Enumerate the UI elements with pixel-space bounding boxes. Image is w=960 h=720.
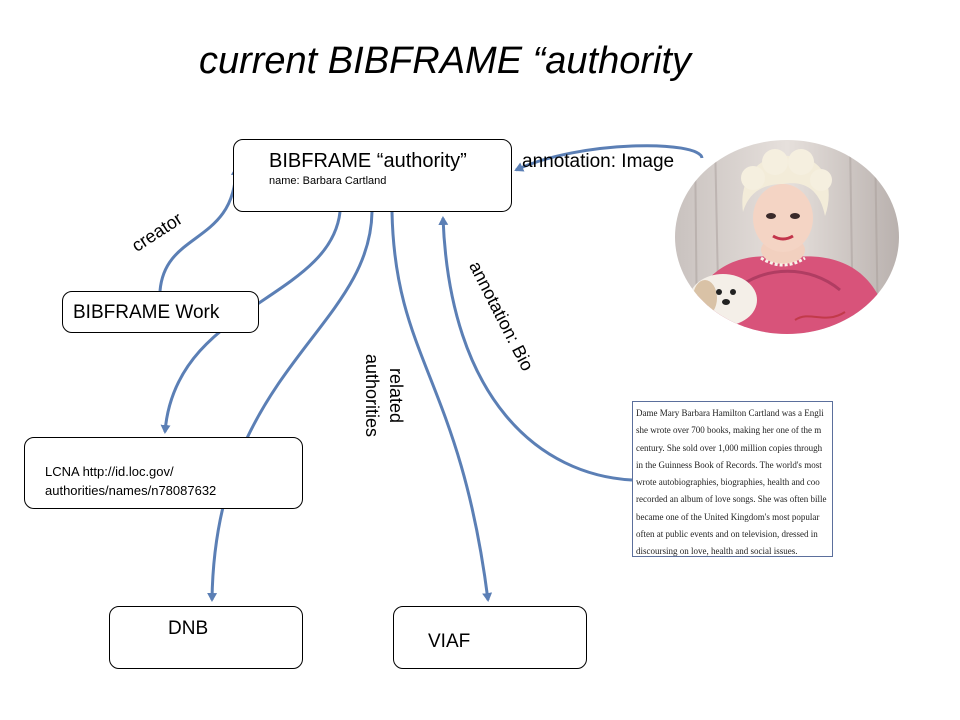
diagram-title: current BIBFRAME “authority [198,40,692,82]
viaf-node: VIAF [393,606,587,669]
portrait-image [675,140,899,334]
related-line2: authorities [362,354,382,438]
dnb-node: DNB [109,606,303,669]
dnb-label: DNB [168,618,209,639]
related-line1: related [386,368,406,424]
lcna-line1: LCNA http://id.loc.gov/ [45,464,174,479]
work-label: BIBFRAME Work [73,302,220,323]
bio-line: discoursing on love, health and social i… [636,546,798,557]
related-authorities-label: related authorities [360,354,408,437]
bio-line: often at public events and on television… [636,529,818,540]
edge-creator [158,166,241,292]
authority-name: name: Barbara Cartland [269,175,387,187]
bibframe-authority-node: BIBFRAME “authority” name: Barbara Cartl… [233,139,512,212]
lcna-line2: authorities/names/n78087632 [45,483,217,498]
bio-line: recorded an album of love songs. She was… [636,494,827,505]
edge-annotation-bio [438,216,633,482]
edge-annotation-image [514,144,704,172]
bio-line: in the Guinness Book of Records. The wor… [636,459,822,470]
bio-line: wrote autobiographies, biographies, heal… [636,477,820,488]
viaf-label: VIAF [428,631,471,652]
bibframe-work-node: BIBFRAME Work [62,291,259,333]
edge-to-dnb [207,211,374,602]
bio-line: she wrote over 700 books, making her one… [636,425,822,436]
authority-label: BIBFRAME “authority” [269,150,467,172]
edge-to-viaf [390,211,493,602]
lcna-node: LCNA http://id.loc.gov/ authorities/name… [24,437,303,509]
bio-line: became one of the United Kingdom's most … [636,511,820,522]
biography-document-image: Dame Mary Barbara Hamilton Cartland was … [632,401,833,557]
bio-line: Dame Mary Barbara Hamilton Cartland was … [636,408,824,418]
bio-line: century. She sold over 1,000 million cop… [636,442,823,453]
annotation-image-label: annotation: Image [522,151,675,172]
